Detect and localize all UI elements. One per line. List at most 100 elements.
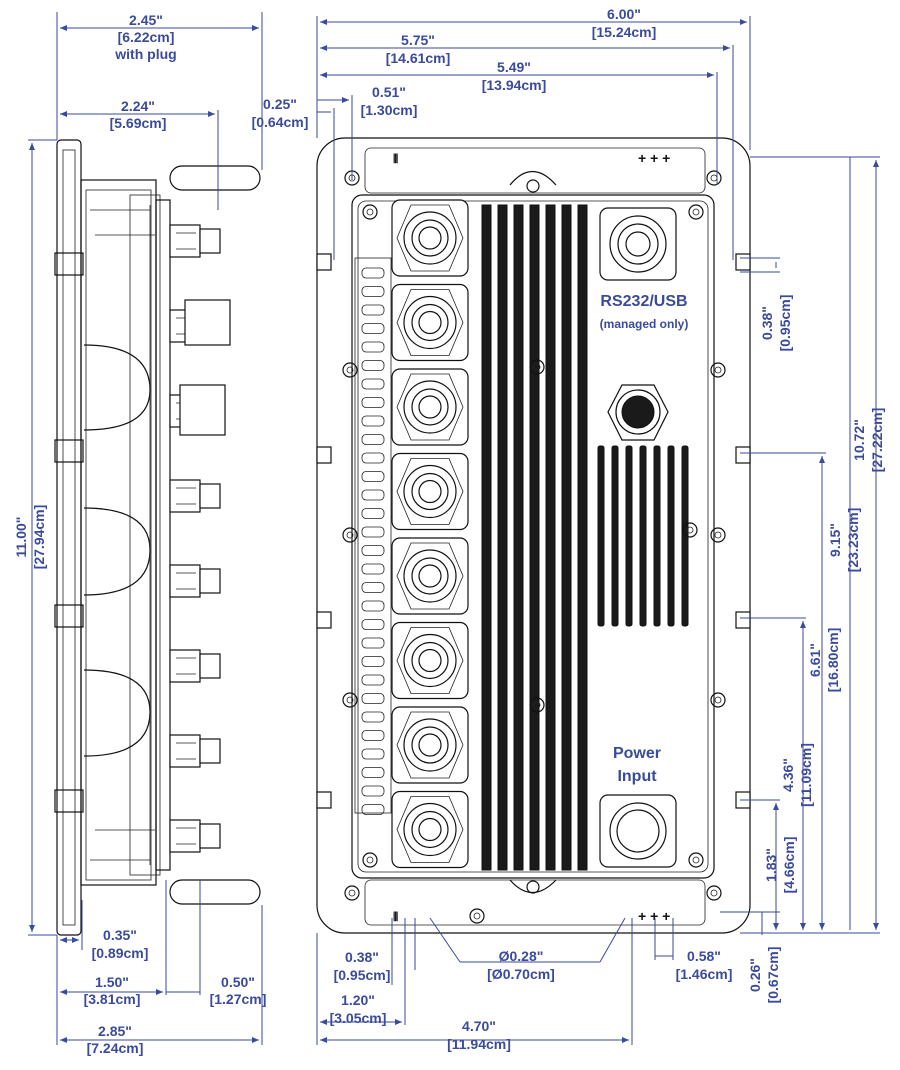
- dim-side-150-in: 1.50": [95, 974, 129, 990]
- svg-text:+ + +: + + +: [638, 908, 670, 924]
- front-view: + + + + + + ⦀ ⦀ RS232/USB (managed only)…: [316, 137, 751, 934]
- flange-notch: [735, 611, 751, 629]
- terminal-pin: [361, 323, 385, 334]
- terminal-pin: [361, 378, 385, 390]
- dim-bottom-058-cm: [1.46cm]: [676, 966, 733, 982]
- mounting-hole: [342, 692, 358, 708]
- dim-bottom-120-in: 1.20": [341, 992, 375, 1008]
- mounting-hole: [469, 908, 485, 924]
- svg-text:⦀: ⦀: [393, 152, 398, 166]
- dim-front-600-in: 6.00": [607, 6, 641, 22]
- dim-bottom-dia-in: Ø0.28": [499, 948, 544, 964]
- ethernet-port: [391, 283, 469, 362]
- side-connector: [169, 734, 221, 768]
- terminal-pin: [361, 471, 385, 482]
- dim-right-1072-cm: [27.22cm]: [869, 408, 885, 473]
- vent-slot: [625, 445, 633, 627]
- dim-right-1072-in: 10.72": [851, 419, 867, 461]
- terminal-pin: [361, 804, 385, 815]
- flange-notch: [316, 446, 332, 464]
- heatsink-fin: [497, 204, 508, 871]
- dim-right-915-cm: [23.23cm]: [845, 508, 861, 573]
- mounting-hole: [362, 852, 378, 868]
- dim-side-050-cm: [1.27cm]: [210, 991, 267, 1007]
- terminal-pin: [361, 397, 385, 408]
- ethernet-port: [391, 537, 469, 615]
- dim-side-035-in: 0.35": [103, 927, 137, 943]
- mounting-hole: [362, 204, 378, 220]
- dim-front-600-cm: [15.24cm]: [592, 24, 657, 40]
- dim-bottom-470-in: 4.70": [462, 1018, 496, 1034]
- dim-front-549-in: 5.49": [497, 59, 531, 75]
- dim-right-661-in: 6.61": [807, 643, 823, 677]
- dim-bottom-470-cm: [11.94cm]: [447, 1036, 511, 1052]
- dim-bottom-058-in: 0.58": [687, 948, 721, 964]
- terminal-pin: [361, 785, 385, 797]
- heatsink-fin: [481, 204, 492, 871]
- flange-notch: [316, 611, 332, 629]
- mounting-hole: [706, 885, 722, 901]
- dim-right-436-cm: [11.09cm]: [798, 743, 814, 807]
- terminal-pin: [361, 508, 385, 519]
- dim-right-038-cm: [0.95cm]: [777, 295, 793, 352]
- managed-label: (managed only): [600, 317, 689, 331]
- terminal-pin: [361, 360, 385, 371]
- dim-side-245-cm: [6.22cm]: [118, 29, 175, 45]
- dim-side-height-cm: [27.94cm]: [31, 505, 47, 570]
- ethernet-port: [391, 199, 469, 277]
- power-label: Power: [613, 745, 661, 762]
- side-connector: [169, 479, 221, 513]
- mounting-hole: [710, 362, 726, 378]
- vent-slot: [653, 445, 661, 627]
- dim-front-025-cm: [0.64cm]: [252, 114, 309, 130]
- heatsink-fin: [545, 204, 556, 871]
- terminal-pin: [361, 304, 385, 316]
- terminal-pin: [361, 730, 385, 741]
- terminal-pin: [361, 415, 385, 427]
- heatsink-fin: [561, 204, 572, 871]
- side-connector: [169, 819, 221, 853]
- dimension-lines: [28, 12, 880, 1045]
- vent-slot: [597, 445, 605, 627]
- dim-side-035-cm: [0.89cm]: [92, 945, 149, 961]
- flange-notch: [316, 253, 332, 271]
- svg-text:+ + +: + + +: [638, 150, 670, 166]
- heatsink-fin: [577, 204, 588, 871]
- dim-right-915-in: 9.15": [827, 523, 843, 557]
- flange-notch: [735, 446, 751, 464]
- terminal-pin: [361, 767, 385, 778]
- power-input-port: [599, 794, 677, 868]
- dim-right-038-in: 0.38": [759, 306, 775, 340]
- side-gland: [179, 384, 226, 436]
- mounting-hole: [682, 522, 698, 538]
- dim-right-026-cm: [0.67cm]: [765, 947, 781, 1004]
- dim-bottom-120-cm: [3.05cm]: [330, 1010, 387, 1026]
- dim-side-150-cm: [3.81cm]: [84, 991, 141, 1007]
- ethernet-port: [391, 368, 469, 446]
- terminal-pin: [361, 619, 385, 630]
- rs232-label: RS232/USB: [600, 293, 687, 310]
- dim-bottom-dia-cm: [Ø0.70cm]: [487, 966, 555, 982]
- dim-side-285-in: 2.85": [98, 1023, 132, 1039]
- terminal-pin: [361, 267, 385, 279]
- dim-side-224-in: 2.24": [121, 98, 155, 114]
- mounting-hole: [342, 362, 358, 378]
- mounting-hole: [342, 527, 358, 543]
- terminal-pin: [361, 341, 385, 353]
- terminal-pin: [361, 582, 385, 593]
- terminal-pin: [361, 711, 385, 723]
- dim-bottom-038-cm: [0.95cm]: [334, 967, 391, 983]
- mounting-hole: [706, 170, 722, 186]
- rs232-port: [599, 207, 677, 281]
- dim-side-245-in: 2.45": [129, 12, 163, 28]
- dim-side-285-cm: [7.24cm]: [87, 1040, 144, 1056]
- dim-front-051-in: 0.51": [372, 84, 406, 100]
- dimension-labels: 2.45" [6.22cm] with plug 2.24" [5.69cm] …: [13, 6, 885, 1056]
- vent-slot: [681, 445, 689, 627]
- dim-right-661-cm: [16.80cm]: [825, 628, 841, 693]
- terminal-pin: [361, 637, 385, 649]
- mounting-hole: [529, 359, 545, 375]
- ethernet-port: [391, 706, 469, 784]
- heatsink-fin: [513, 204, 524, 871]
- dim-side-224-cm: [5.69cm]: [110, 115, 167, 131]
